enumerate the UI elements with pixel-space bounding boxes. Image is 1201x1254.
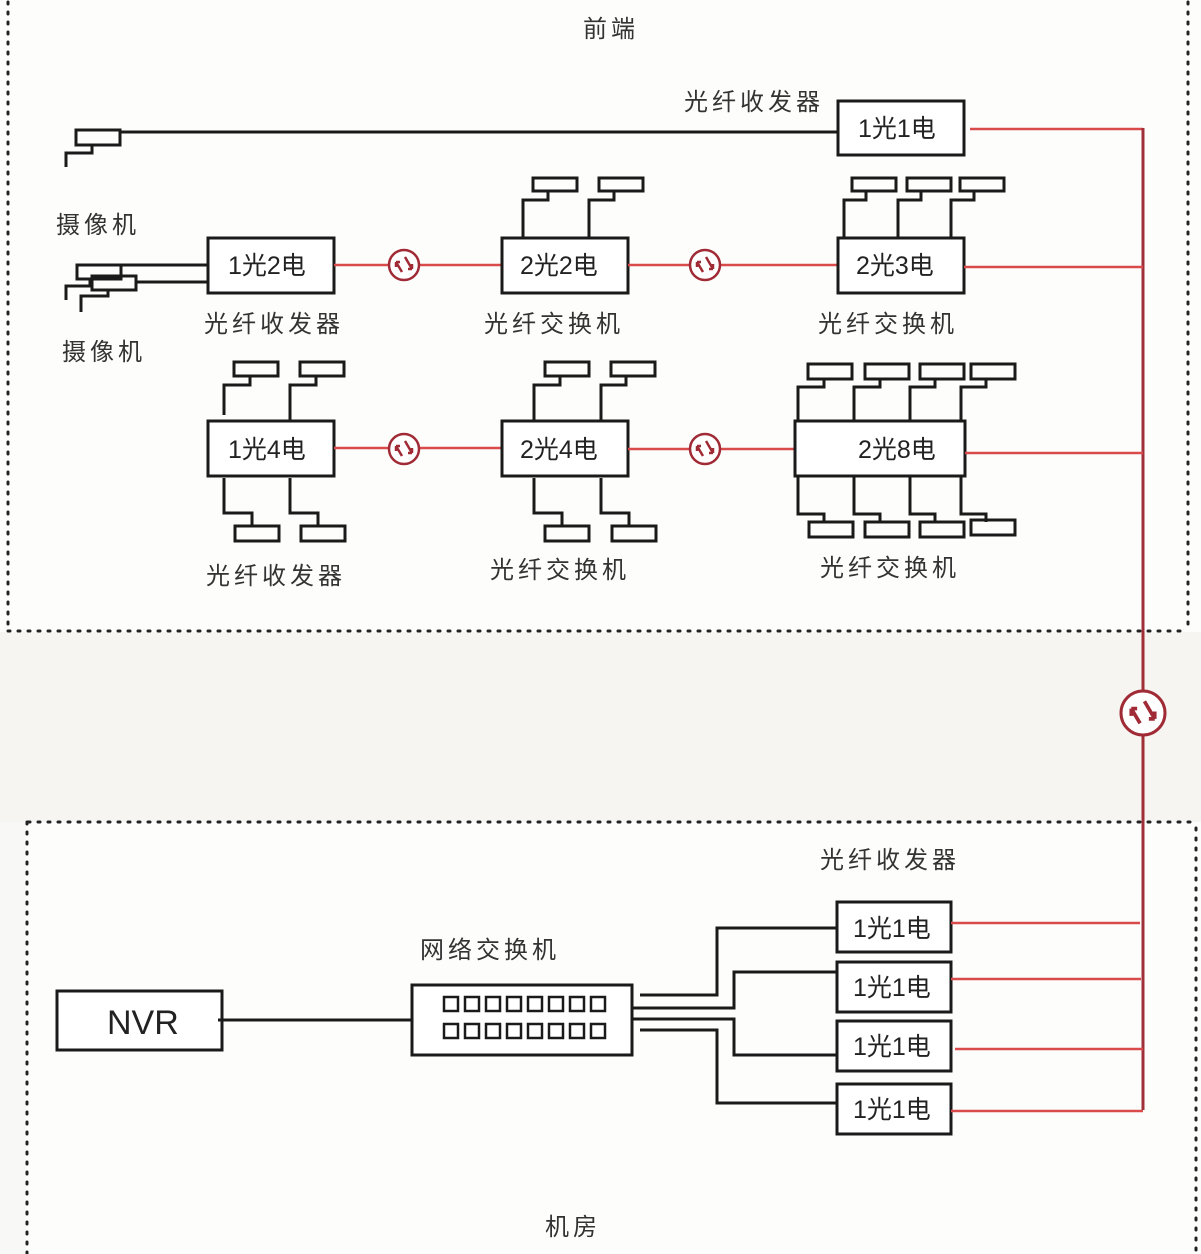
room-transceiver-3: 1光1电 [835,1019,953,1073]
switch-port [442,995,460,1013]
row3-device-2-cameras [532,360,658,543]
svg-text:1光2电: 1光2电 [228,252,306,280]
room-region-title: 机房 [545,1213,601,1241]
switch-port [505,995,523,1013]
row3-device-3-cameras [796,362,1017,539]
switch-port [589,1022,607,1040]
switch-ports [442,995,607,1040]
nvr-box: NVR [55,989,224,1052]
room-region-frame [25,820,1198,1254]
row2-device-1: 1光2电 [206,236,336,295]
switch-port [589,995,607,1013]
switch-port [463,995,481,1013]
svg-text:1光1电: 1光1电 [853,1033,931,1061]
switch-port [547,1022,565,1040]
svg-text:2光2电: 2光2电 [520,252,598,280]
row1-device-label: 光纤收发器 [684,88,824,116]
svg-text:1光1电: 1光1电 [853,974,931,1002]
row2-device-2: 2光2电 [500,236,630,295]
room-transceiver-2: 1光1电 [835,960,953,1014]
network-switch-label: 网络交换机 [420,936,560,964]
svg-text:1光1电: 1光1电 [853,915,931,943]
gap-region-bg [0,632,1201,822]
row2-device-2-label: 光纤交换机 [484,310,624,338]
switch-port [526,1022,544,1040]
front-region-frame [6,0,1190,633]
switch-port [442,1022,460,1040]
front-region-bg [0,0,1201,632]
row3-device-2: 2光4电 [500,419,630,478]
switch-port [463,1022,481,1040]
switch-port [568,995,586,1013]
switch-port [505,1022,523,1040]
row2-device-1-label: 光纤收发器 [204,310,344,338]
switch-uplink-cables [632,926,836,1105]
row3-device-1: 1光4电 [206,419,336,478]
camera-label-bottom: 摄像机 [62,338,146,366]
camera-pair-row2 [64,263,208,312]
fiber-link-icon [387,432,421,466]
svg-text:2光8电: 2光8电 [858,436,936,464]
room-transceiver-1: 1光1电 [835,900,953,954]
camera-label-top: 摄像机 [56,211,140,239]
row2-device-3-label: 光纤交换机 [818,310,958,338]
row3-device-1-label: 光纤收发器 [206,562,346,590]
camera-row1 [64,128,122,167]
room-transceiver-label: 光纤收发器 [820,846,960,874]
switch-port [484,995,502,1013]
front-region-title: 前端 [583,15,639,43]
svg-text:1光4电: 1光4电 [228,436,306,464]
switch-port [484,1022,502,1040]
switch-port [526,995,544,1013]
row2-device-3: 2光3电 [836,236,966,295]
row1-transceiver-box: 1光1电 [836,99,966,157]
room-transceiver-4: 1光1电 [835,1082,953,1136]
row3-device-2-label: 光纤交换机 [490,556,630,584]
svg-text:2光4电: 2光4电 [520,436,598,464]
fiber-link-icon [688,248,722,282]
svg-text:NVR: NVR [107,1004,179,1042]
switch-port [547,995,565,1013]
fiber-link-icon [688,432,722,466]
svg-text:1光1电: 1光1电 [853,1096,931,1124]
svg-text:2光3电: 2光3电 [856,252,934,280]
row3-device-3-label: 光纤交换机 [820,554,960,582]
fiber-link-icon [1119,689,1167,737]
network-switch [410,983,634,1057]
fiber-link-icon [387,248,421,282]
row3-device-1-cameras [222,360,347,543]
row2-device-3-cameras [842,176,1006,238]
svg-text:1光1电: 1光1电 [858,115,936,143]
row2-device-2-cameras [521,176,645,238]
switch-port [568,1022,586,1040]
row3-device-3: 2光8电 [793,419,967,478]
